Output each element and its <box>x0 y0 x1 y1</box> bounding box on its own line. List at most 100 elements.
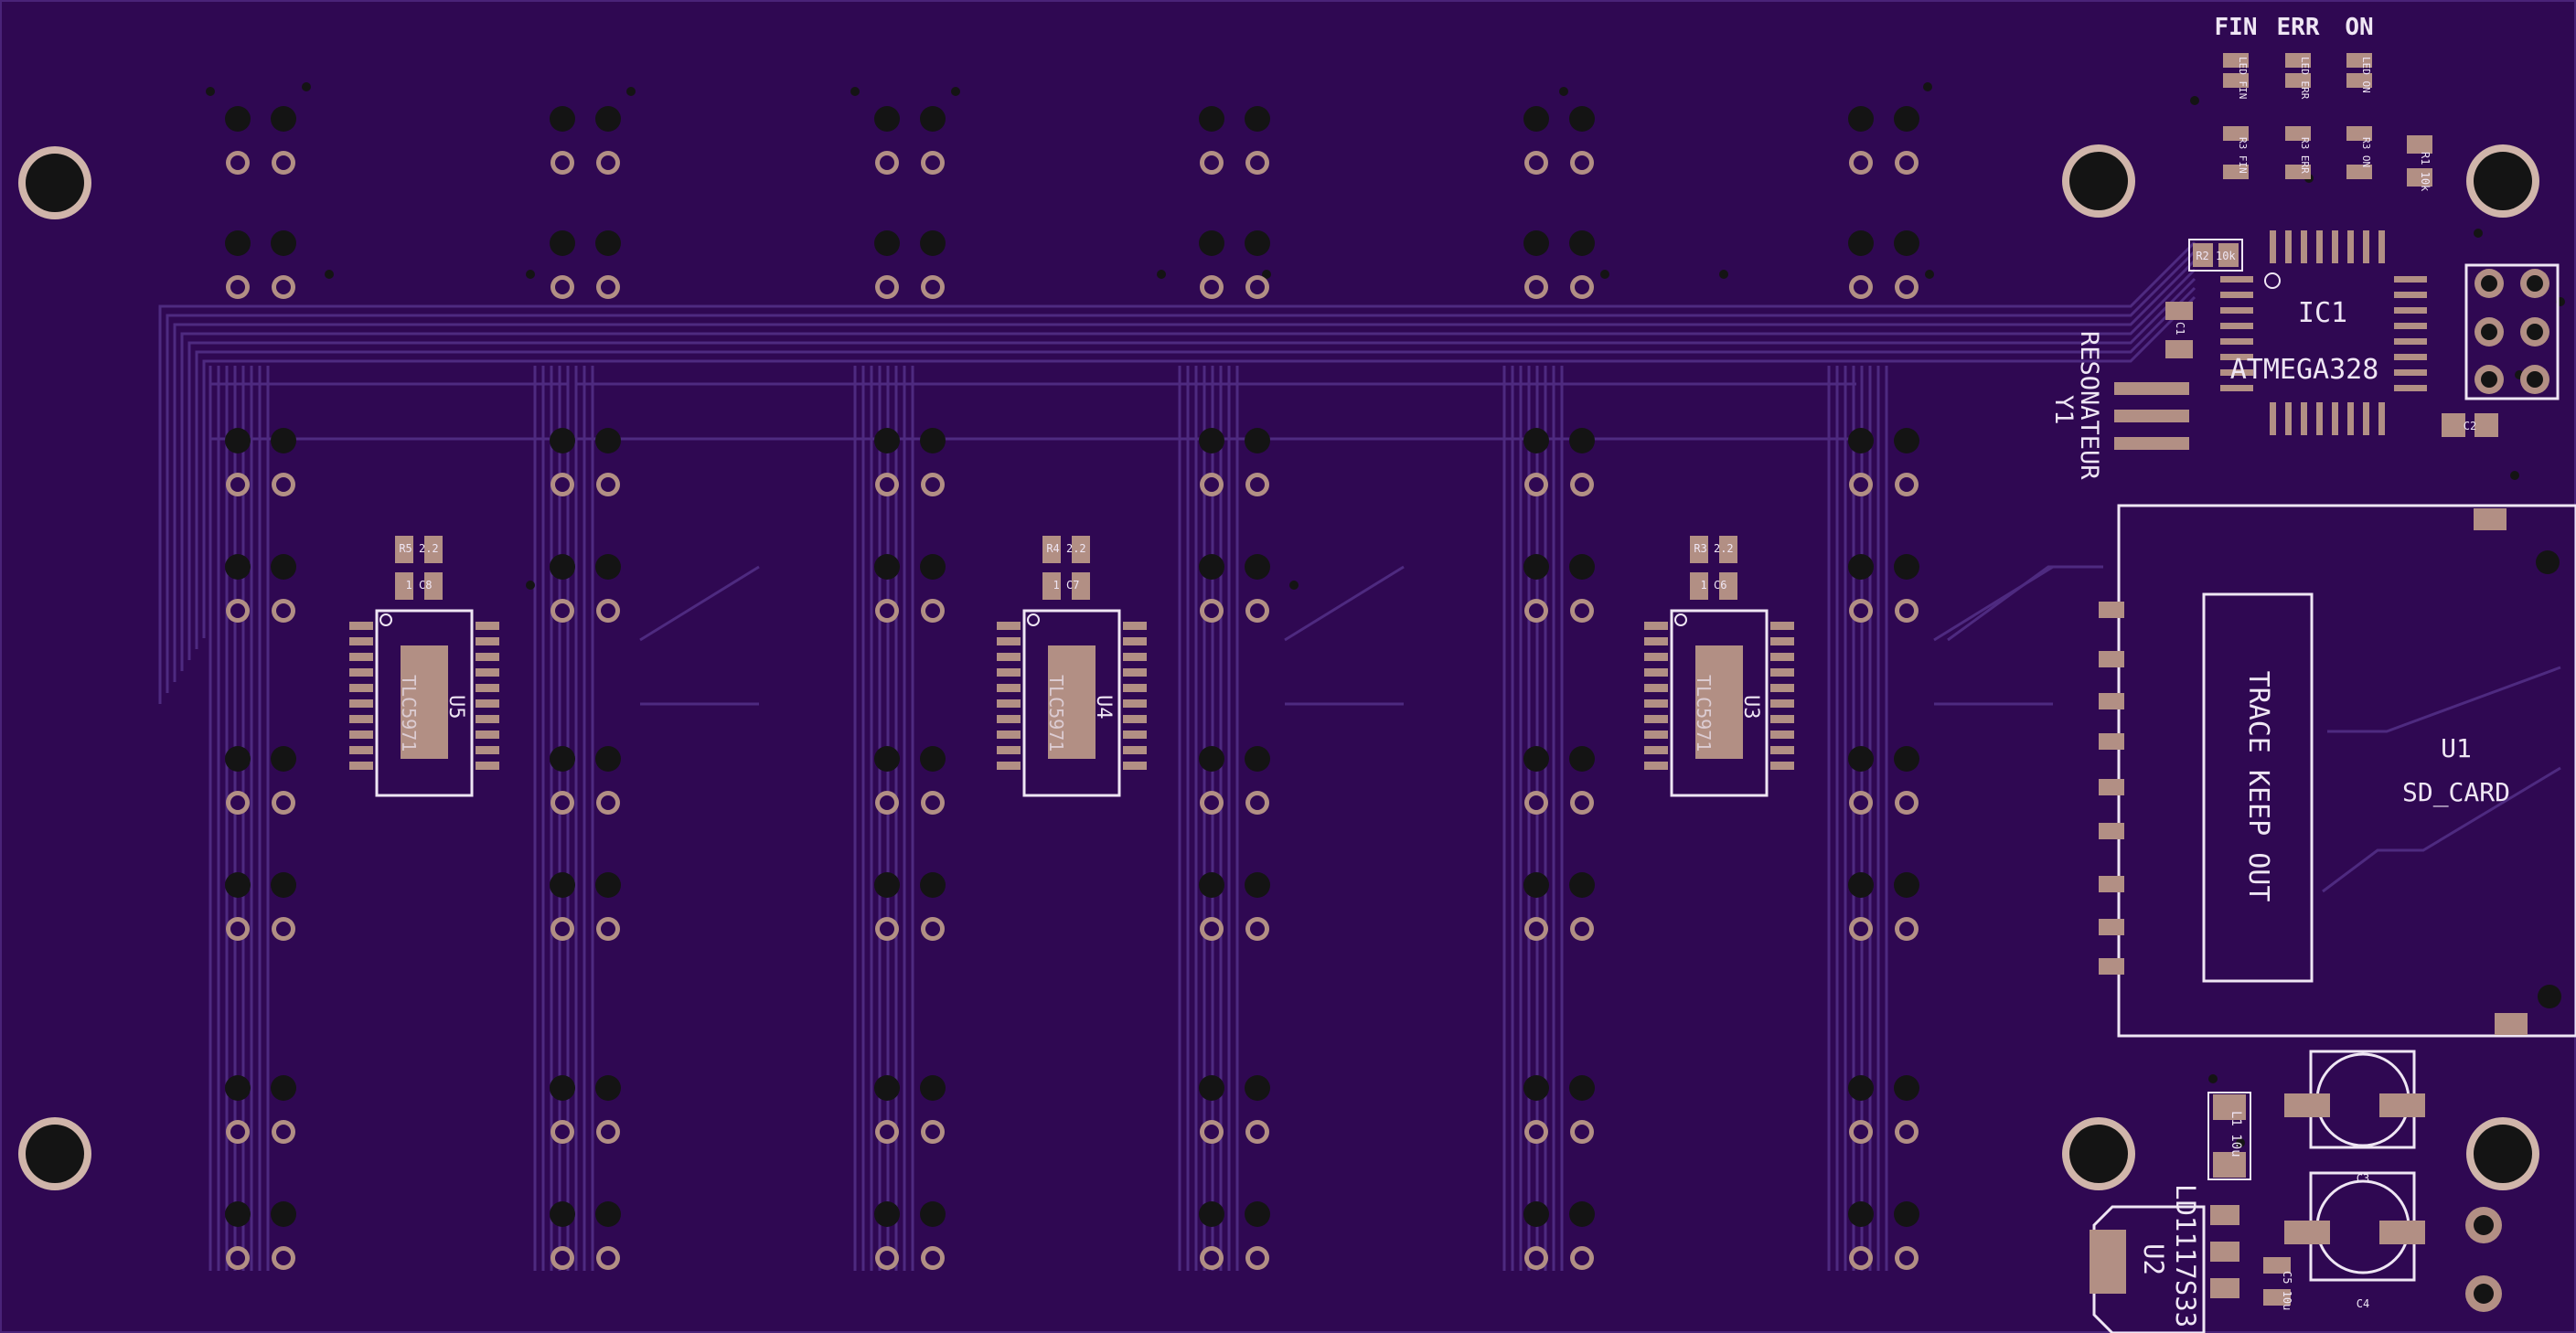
mcu-value: ATMEGA328 <box>2230 354 2379 386</box>
led-thru-hole <box>1894 428 1919 496</box>
led-thru-hole <box>874 554 900 623</box>
led-thru-hole <box>1894 1075 1919 1144</box>
via-layer <box>206 82 2565 1147</box>
led-thru-hole <box>920 554 946 623</box>
led-thru-hole <box>1199 554 1224 623</box>
mounting-holes <box>18 144 2539 1190</box>
mounting-hole <box>2062 1117 2135 1190</box>
via <box>951 87 960 96</box>
led-thru-hole <box>225 1201 251 1270</box>
via <box>1600 270 1609 279</box>
via <box>325 270 334 279</box>
misc-passives: R2 10k C1 R1 10k C2 <box>2165 135 2498 437</box>
led-thru-hole <box>1523 554 1549 623</box>
driver-resistor-label: R4 2.2 <box>1046 542 1085 555</box>
mcu-footprint: IC1 ATMEGA328 <box>2220 230 2427 435</box>
via <box>1719 270 1728 279</box>
led-thru-hole <box>225 554 251 623</box>
led-thru-hole <box>874 746 900 815</box>
led-thru-hole <box>1199 1075 1224 1144</box>
led-thru-hole <box>1199 230 1224 299</box>
led-thru-hole <box>1569 230 1595 299</box>
led-thru-hole <box>271 554 296 623</box>
via <box>850 87 860 96</box>
led-thru-hole <box>1894 872 1919 941</box>
via <box>2208 1074 2218 1083</box>
led-thru-hole <box>1523 230 1549 299</box>
via <box>526 581 535 590</box>
label-on: ON <box>2345 14 2373 41</box>
led-thru-hole <box>920 1201 946 1270</box>
led-thru-hole <box>550 1201 575 1270</box>
resonator-value: RESONATEUR <box>2075 331 2103 480</box>
via <box>1157 270 1166 279</box>
led-thru-hole <box>1523 428 1549 496</box>
led-thru-hole <box>1199 1201 1224 1270</box>
led-thru-hole <box>1523 872 1549 941</box>
led-thru-hole <box>550 106 575 175</box>
led-thru-hole <box>271 1075 296 1144</box>
status-led-ref: LED ON <box>2360 57 2372 93</box>
via <box>1289 581 1299 590</box>
led-thru-hole <box>550 230 575 299</box>
led-thru-hole <box>1245 746 1270 815</box>
led-thru-hole <box>920 1075 946 1144</box>
status-resistor-ref: R3 ON <box>2360 137 2372 167</box>
driver-cap-label: 1 C8 <box>406 579 433 592</box>
led-thru-hole <box>1894 106 1919 175</box>
led-thru-hole <box>1848 1201 1874 1270</box>
led-thru-hole <box>1523 106 1549 175</box>
via <box>206 87 215 96</box>
led-thru-hole <box>874 428 900 496</box>
led-thru-hole <box>1245 872 1270 941</box>
isp-header <box>2464 263 2560 400</box>
via <box>1559 87 1568 96</box>
led-thru-hole <box>874 1201 900 1270</box>
led-thru-hole <box>595 428 621 496</box>
via <box>626 87 636 96</box>
led-thru-hole <box>1894 554 1919 623</box>
resonator-footprint: RESONATEUR Y1 <box>2049 331 2189 480</box>
led-thru-hole <box>1848 428 1874 496</box>
sd-designator: U1 <box>2441 733 2472 763</box>
led-thru-hole <box>550 746 575 815</box>
c5-label: C5 10u <box>2281 1271 2293 1310</box>
driver-cap-label: 1 C7 <box>1053 579 1080 592</box>
driver-value: TLC5971 <box>1045 675 1067 752</box>
led-thru-hole <box>920 872 946 941</box>
driver-value: TLC5971 <box>1693 675 1715 752</box>
led-thru-hole <box>1569 1075 1595 1144</box>
c2-label: C2 <box>2464 420 2476 432</box>
led-thru-hole <box>595 106 621 175</box>
led-thru-hole <box>1245 106 1270 175</box>
led-thru-hole <box>225 872 251 941</box>
driver-value: TLC5971 <box>398 675 420 752</box>
led-thru-hole <box>1894 1201 1919 1270</box>
led-thru-hole <box>225 1075 251 1144</box>
mounting-hole <box>18 1117 91 1190</box>
led-thru-hole <box>1848 554 1874 623</box>
regulator-value: LD1117S33 <box>2170 1184 2201 1328</box>
mounting-hole <box>18 146 91 219</box>
led-thru-hole <box>1245 1075 1270 1144</box>
led-thru-hole <box>271 1201 296 1270</box>
led-thru-hole <box>1848 872 1874 941</box>
driver-designator: U3 <box>1739 695 1762 720</box>
led-thru-hole <box>1569 872 1595 941</box>
driver-resistor-label: R5 2.2 <box>399 542 438 555</box>
led-thru-hole <box>595 872 621 941</box>
led-thru-hole <box>225 106 251 175</box>
led-thru-hole <box>1848 1075 1874 1144</box>
mounting-hole <box>2466 144 2539 218</box>
led-thru-hole <box>271 872 296 941</box>
led-thru-hole <box>1245 1201 1270 1270</box>
led-thru-hole <box>874 1075 900 1144</box>
mcu-designator: IC1 <box>2298 297 2347 329</box>
led-thru-hole <box>1848 230 1874 299</box>
driver-cap-label: 1 C6 <box>1701 579 1727 592</box>
r1-label: R1 10k <box>2419 152 2432 192</box>
